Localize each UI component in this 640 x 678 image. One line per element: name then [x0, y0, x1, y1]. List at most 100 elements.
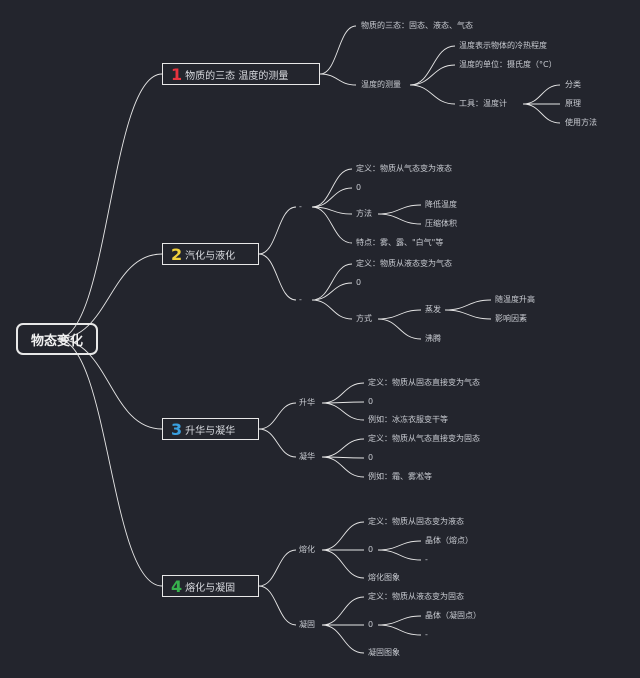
b4-melt-edge-3	[321, 549, 365, 579]
b3-sub-edge-3	[321, 402, 365, 421]
node-deposition-def[interactable]: 定义：物质从气态直接变为固态	[368, 434, 480, 443]
branch-number-3: 3	[171, 419, 183, 439]
node-thermometer[interactable]: 工具：温度计	[459, 99, 507, 108]
node-temp-unit[interactable]: 温度的单位：摄氏度（°C）	[459, 60, 557, 69]
node-evaporation[interactable]: 蒸发	[425, 305, 441, 314]
b4-edge-2	[258, 585, 297, 626]
node-evap-factors[interactable]: 影响因素	[495, 314, 527, 323]
b4-freeze-heat-edge-2	[377, 624, 422, 636]
node-thermo-principle[interactable]: 原理	[565, 99, 581, 108]
b3-dep-edge-1	[321, 438, 365, 458]
b4-edge-1	[258, 549, 297, 587]
node-freezing-def[interactable]: 定义：物质从液态变为固态	[368, 592, 464, 601]
b4-melt-heat-edge-2	[377, 549, 422, 561]
node-vaporization-def[interactable]: 定义：物质从液态变为气态	[356, 259, 452, 268]
root-node[interactable]: 物态变化	[16, 323, 98, 355]
node-deposition[interactable]: 凝华	[299, 452, 315, 461]
node-melting-def[interactable]: 定义：物质从固态变为液态	[368, 517, 464, 526]
root-edge-1	[56, 73, 163, 340]
node-vaporization-heat[interactable]: 0	[356, 278, 362, 287]
node-method-cool[interactable]: 降低温度	[425, 200, 457, 209]
node-liquefaction-def[interactable]: 定义：物质从气态变为液态	[356, 164, 452, 173]
b2-liq-edge-1	[311, 263, 353, 301]
branch-title-1: 物质的三态 温度的测量	[185, 70, 289, 82]
node-boiling[interactable]: 沸腾	[425, 334, 441, 343]
b2-evap-edge-1	[444, 299, 492, 311]
b1-edge-2	[319, 73, 357, 86]
node-liquefaction-heat[interactable]: 0	[356, 183, 362, 192]
node-thermo-class[interactable]: 分类	[565, 80, 581, 89]
b2-vap-method-edge-2	[377, 213, 422, 225]
b2-evap-edge-2	[444, 309, 492, 320]
b1-tool-edge-3	[522, 103, 561, 124]
b3-edge-2	[258, 428, 297, 458]
node-vaporization-mode[interactable]: 方式	[356, 314, 372, 323]
b2-vap-edge-2	[311, 187, 353, 208]
node-melting-crystal[interactable]: 晶体（熔点）	[425, 536, 473, 545]
b2-liq-edge-2	[311, 282, 353, 301]
b4-freeze-edge-1	[321, 596, 365, 626]
root-edge-2	[56, 253, 163, 340]
b3-edge-1	[258, 402, 297, 430]
node-deposition-heat[interactable]: 0	[368, 453, 374, 462]
branch-node-3[interactable]: 3 升华与凝华	[162, 418, 259, 440]
branch-title-4: 熔化与凝固	[185, 582, 236, 594]
branch-title-3: 升华与凝华	[185, 425, 236, 437]
branch-node-2[interactable]: 2 汽化与液化	[162, 243, 259, 265]
root-edge-3	[56, 338, 163, 430]
b4-melt-heat-edge-1	[377, 540, 422, 551]
b1-temp-edge-2	[409, 64, 456, 86]
b2-liq-edge-3	[311, 299, 353, 320]
b4-freeze-edge-3	[321, 624, 365, 654]
node-evap-temp[interactable]: 随温度升高	[495, 295, 535, 304]
branch-node-4[interactable]: 4 熔化与凝固	[162, 575, 259, 597]
b2-vap-method-edge-1	[377, 204, 422, 215]
node-thermo-usage[interactable]: 使用方法	[565, 118, 597, 127]
branch-title-2: 汽化与液化	[185, 250, 236, 262]
b1-temp-edge-1	[409, 45, 456, 86]
node-liquefaction[interactable]: -	[299, 202, 302, 211]
node-freezing-heat[interactable]: 0	[368, 620, 374, 629]
b1-temp-edge-3	[409, 84, 456, 105]
node-vaporization[interactable]: -	[299, 295, 302, 304]
node-melting[interactable]: 熔化	[299, 545, 315, 554]
b2-liq-method-edge-2	[377, 318, 422, 340]
b4-freeze-heat-edge-1	[377, 615, 422, 626]
b2-liq-method-edge-1	[377, 309, 422, 320]
node-temp-measure[interactable]: 温度的测量	[361, 80, 401, 89]
node-sublimation[interactable]: 升华	[299, 398, 315, 407]
b3-dep-edge-3	[321, 456, 365, 478]
b2-vap-edge-3	[311, 206, 353, 215]
b1-edge-1	[319, 25, 357, 75]
node-sublimation-heat[interactable]: 0	[368, 397, 374, 406]
b3-sub-edge-1	[321, 382, 365, 404]
node-freezing-amorphous[interactable]: -	[425, 630, 428, 639]
node-liquefaction-method[interactable]: 方法	[356, 209, 372, 218]
b1-tool-edge-1	[522, 84, 561, 105]
node-melting-heat[interactable]: 0	[368, 545, 374, 554]
node-temp-def[interactable]: 温度表示物体的冷热程度	[459, 41, 547, 50]
b2-edge-2	[258, 253, 297, 301]
node-sublimation-example[interactable]: 例如：冰冻衣服变干等	[368, 415, 448, 424]
node-deposition-example[interactable]: 例如：霜、雾凇等	[368, 472, 432, 481]
branch-number-4: 4	[171, 576, 183, 596]
node-melting-graph[interactable]: 熔化图象	[368, 573, 400, 582]
node-freezing[interactable]: 凝固	[299, 620, 315, 629]
node-freezing-crystal[interactable]: 晶体（凝固点）	[425, 611, 481, 620]
branch-number-1: 1	[171, 64, 183, 84]
node-states[interactable]: 物质的三态：固态、液态、气态	[361, 21, 473, 30]
node-sublimation-def[interactable]: 定义：物质从固态直接变为气态	[368, 378, 480, 387]
b4-melt-edge-1	[321, 521, 365, 551]
node-freezing-graph[interactable]: 凝固图象	[368, 648, 400, 657]
root-edge-4	[56, 338, 163, 587]
b2-vap-edge-4	[311, 206, 353, 244]
node-melting-amorphous[interactable]: -	[425, 555, 428, 564]
branch-number-2: 2	[171, 244, 183, 264]
b2-vap-edge-1	[311, 168, 353, 208]
branch-node-1[interactable]: 1 物质的三态 温度的测量	[162, 63, 320, 85]
node-liquefaction-feature[interactable]: 特点：雾、露、"白气"等	[356, 238, 444, 247]
node-method-compress[interactable]: 压缩体积	[425, 219, 457, 228]
b2-edge-1	[258, 206, 297, 255]
